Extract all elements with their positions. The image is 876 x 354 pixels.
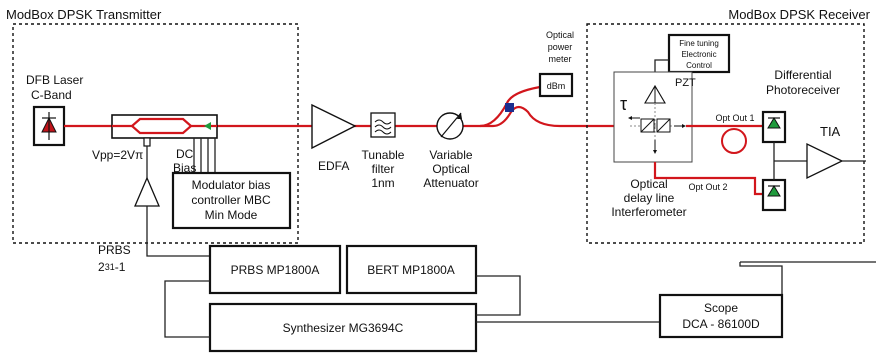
fiber-opt-out-2 — [653, 162, 770, 196]
photodiode-2-icon — [761, 178, 787, 212]
fine-tuning-control-box — [667, 33, 731, 74]
power-meter-unit: dBm — [547, 81, 566, 91]
tunable-filter-icon — [370, 112, 396, 138]
photodiode-1-icon — [761, 110, 787, 144]
scope-to-tia-wire — [739, 262, 783, 302]
edfa-amplifier-icon — [311, 103, 357, 150]
prbs-generator-label: PRBS MP1800A — [231, 263, 320, 277]
odl-label-line2: delay line — [624, 191, 675, 205]
pzt-label: PZT — [675, 77, 696, 89]
fiber-coupler-icon — [505, 103, 514, 112]
dfb-laser-icon — [32, 105, 66, 147]
power-meter-label-line3: meter — [548, 54, 571, 64]
voa-label-line1: Variable — [429, 148, 472, 162]
mbc-label-line1: Modulator bias — [192, 178, 271, 192]
scope-label-line2: DCA - 86100D — [682, 317, 760, 331]
sync-wire-left — [164, 280, 210, 338]
photoreceiver-label-line2: Photoreceiver — [766, 83, 840, 97]
laser-label-line1: DFB Laser — [26, 73, 83, 87]
laser-label-line2: C-Band — [31, 88, 72, 102]
dc-bias-label-line2: Bias — [173, 161, 196, 175]
delay-arrows-icon — [628, 116, 686, 154]
transmitter-title: ModBox DPSK Transmitter — [6, 7, 162, 22]
vpp-label: Vpp=2Vπ — [92, 148, 143, 162]
sync-wire-right — [476, 275, 521, 316]
scope-box — [658, 293, 784, 339]
voa-label-line3: Attenuator — [423, 176, 478, 190]
fiber-delay-loop-icon — [721, 128, 747, 154]
fine-tuning-wire — [654, 59, 669, 72]
prbs-exponent: 231-1 — [98, 260, 126, 274]
opt-out-1-label: Opt Out 1 — [715, 113, 754, 123]
filter-label-line1: Tunable — [362, 148, 405, 162]
edfa-label: EDFA — [318, 159, 349, 173]
fiber-to-receiver — [492, 105, 615, 128]
mbc-label-line2: controller MBC — [191, 193, 271, 207]
variable-attenuator-icon — [436, 112, 464, 140]
dc-bias-lines — [193, 138, 216, 173]
voa-label-line2: Optical — [432, 162, 469, 176]
filter-label-line2: filter — [372, 162, 395, 176]
power-meter-label-line2: power — [548, 42, 573, 52]
odl-label-line1: Optical — [630, 177, 667, 191]
odl-label-line3: Interferometer — [611, 205, 686, 219]
mbc-label-line3: Min Mode — [205, 208, 258, 222]
power-meter-label-line1: Optical — [546, 30, 574, 40]
synthesizer-box — [208, 302, 478, 353]
synthesizer-label: Synthesizer MG3694C — [283, 321, 404, 335]
prbs-generator-box — [208, 244, 342, 295]
opt-out-2-label: Opt Out 2 — [688, 182, 727, 192]
tia-amplifier-icon — [806, 142, 844, 180]
tau-label: τ — [620, 94, 627, 114]
prbs-label: PRBS — [98, 243, 131, 257]
fine-tuning-label-line2: Electronic — [681, 50, 716, 59]
scope-label-line1: Scope — [704, 301, 738, 315]
fine-tuning-label-line1: Fine tuning — [679, 39, 719, 48]
receiver-title: ModBox DPSK Receiver — [728, 7, 870, 22]
fine-tuning-label-line3: Control — [686, 61, 712, 70]
rf-driver-amplifier-icon — [134, 176, 160, 207]
mach-zehnder-modulator — [111, 114, 218, 139]
tia-label: TIA — [820, 124, 841, 139]
beam-splitter-icons — [640, 118, 671, 133]
prbs-to-driver-wire — [146, 206, 210, 257]
rf-connector — [143, 137, 151, 147]
delay-line-interferometer-box — [613, 71, 693, 163]
modulator-bias-controller-box — [171, 171, 292, 230]
bert-box — [345, 244, 478, 295]
modulator-bias-arrow-icon — [204, 122, 211, 130]
photoreceiver-label-line1: Differential — [774, 68, 831, 82]
dc-bias-label-line1: DC — [176, 147, 194, 161]
bert-label: BERT MP1800A — [367, 263, 455, 277]
power-meter-box — [538, 72, 574, 98]
filter-label-line3: 1nm — [371, 176, 394, 190]
receiver-boundary — [586, 23, 865, 244]
